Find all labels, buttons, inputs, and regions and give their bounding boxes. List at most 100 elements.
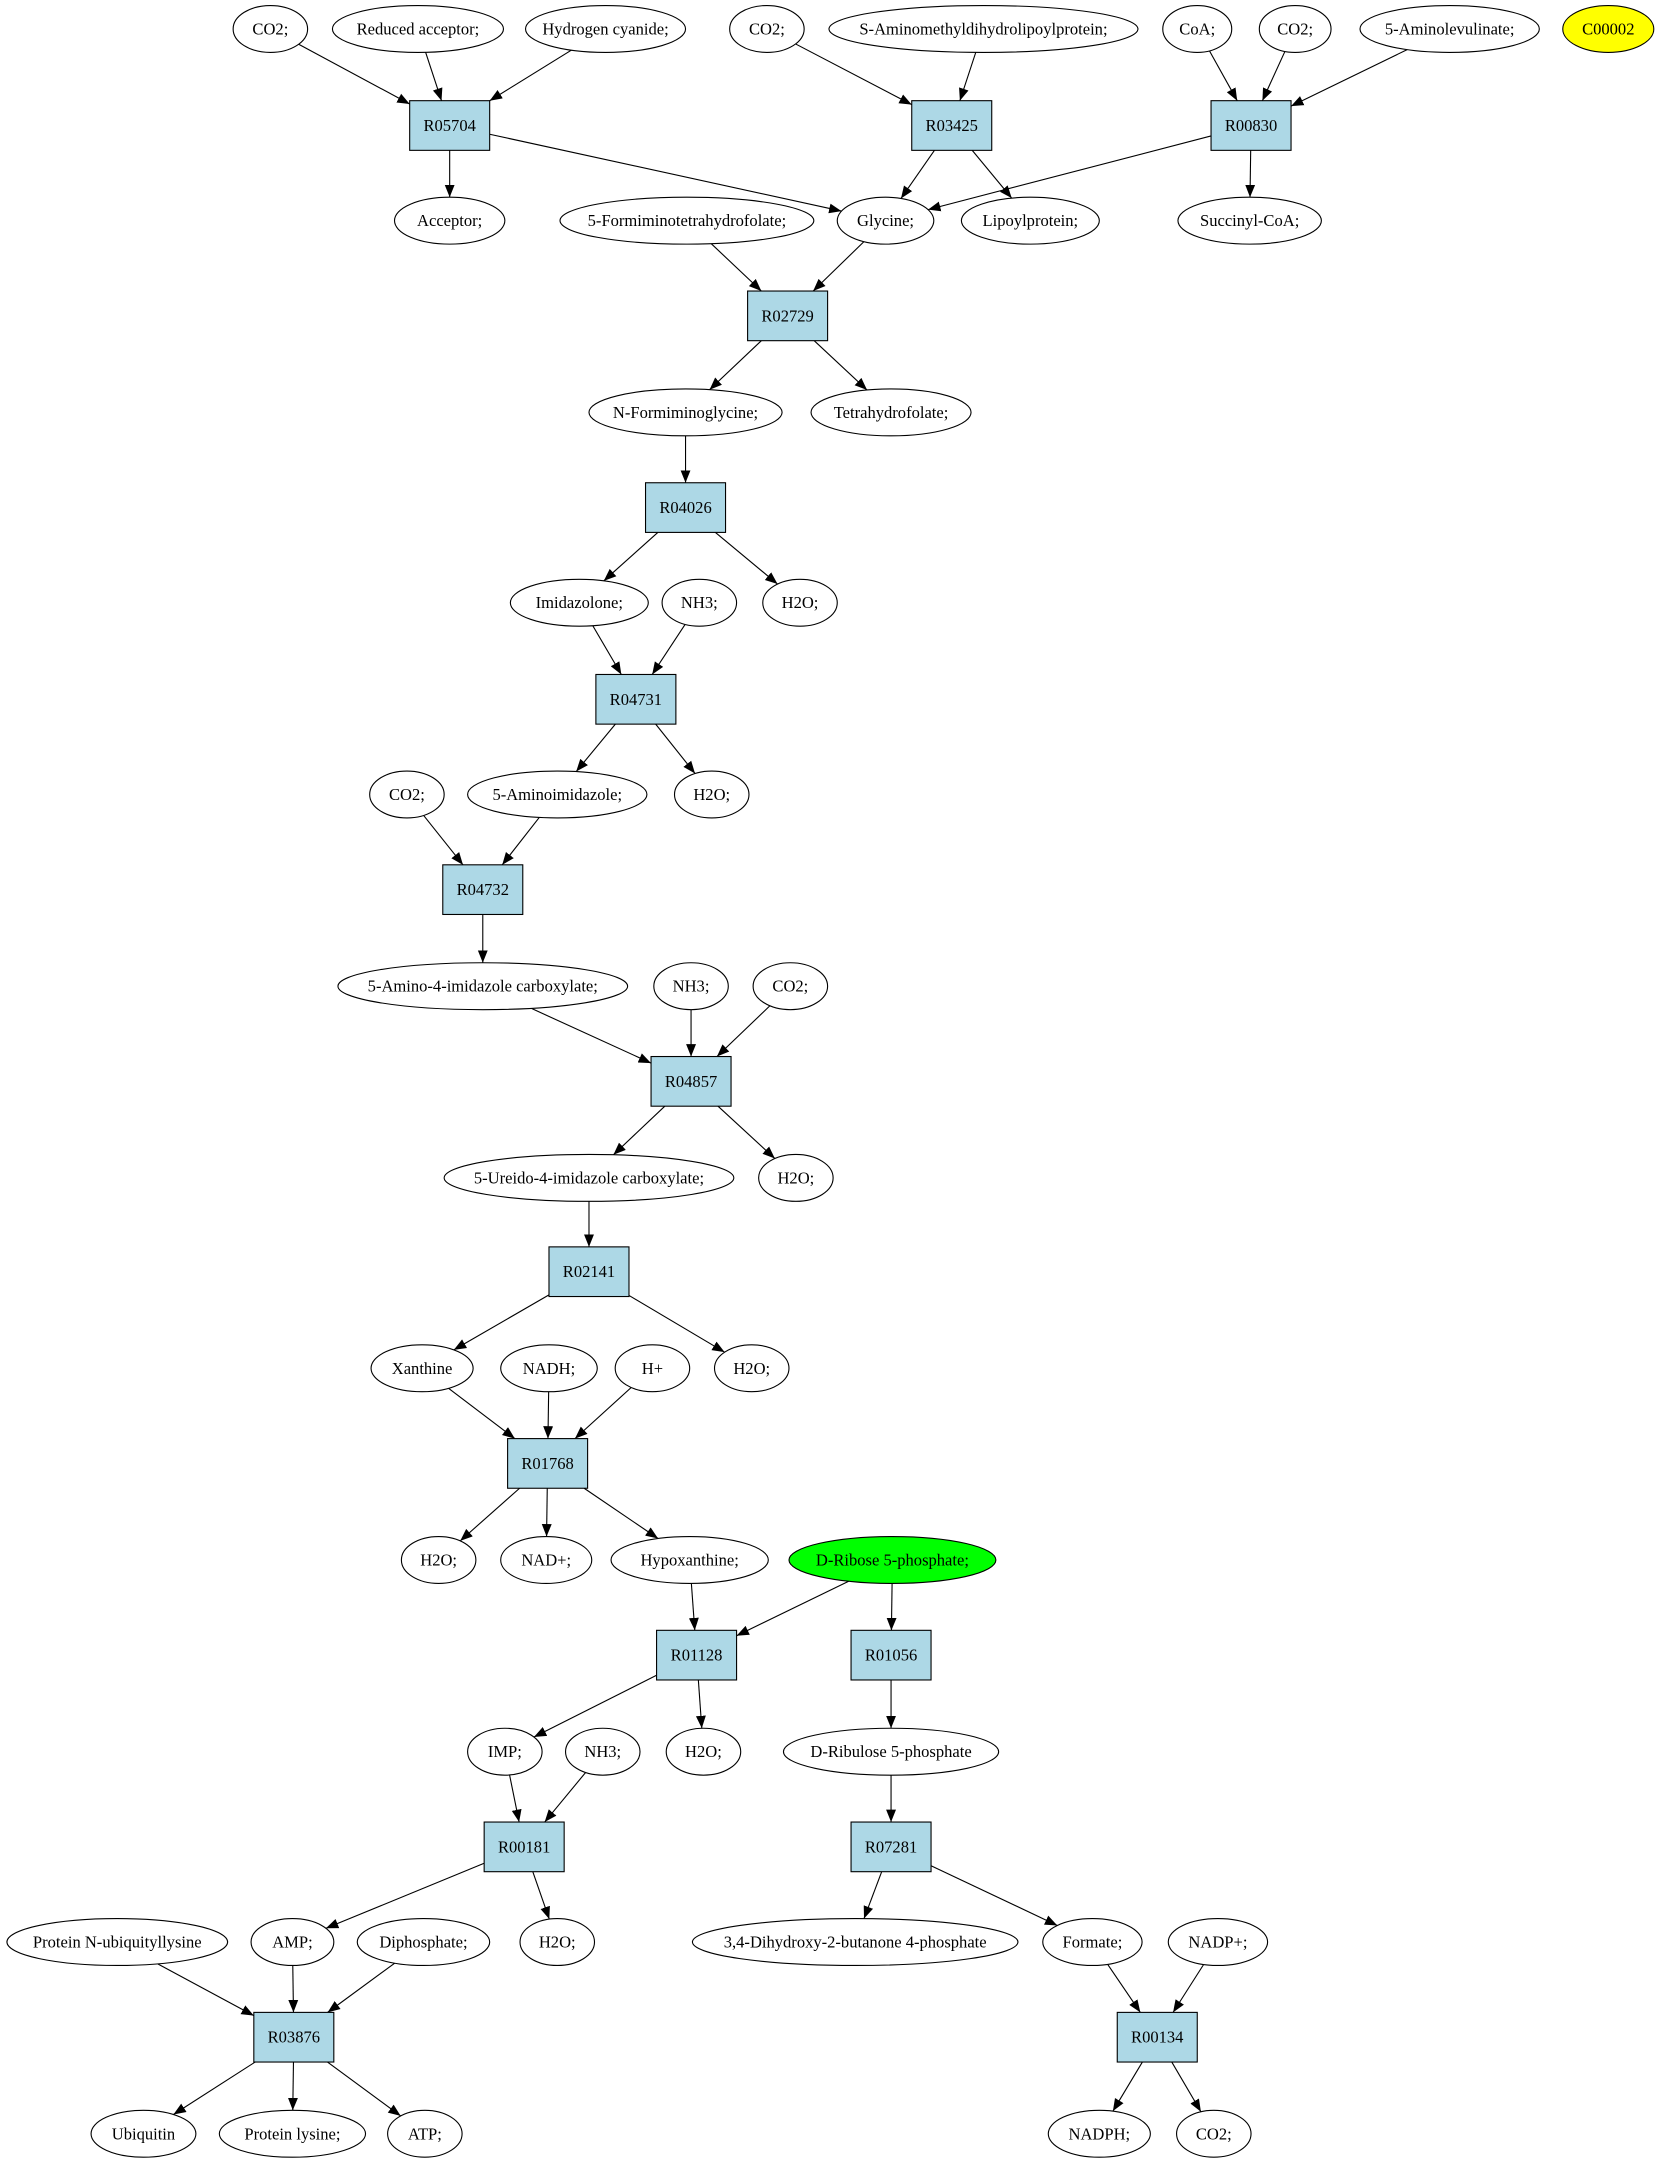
compound-node-amp[interactable]: AMP;	[250, 1918, 335, 1967]
reaction-node-R04026[interactable]: R04026	[644, 482, 727, 533]
compound-node-h2o_d[interactable]: H2O;	[713, 1344, 790, 1393]
compound-node-red_acc[interactable]: Reduced acceptor;	[331, 4, 505, 53]
reaction-node-R03425[interactable]: R03425	[911, 100, 993, 151]
reaction-node-R03876[interactable]: R03876	[253, 2011, 335, 2063]
compound-node-ubiquitin[interactable]: Ubiquitin	[90, 2109, 197, 2158]
compound-node-c00002[interactable]: C00002	[1562, 4, 1655, 53]
compound-node-nh3_b[interactable]: NH3;	[653, 962, 729, 1011]
reaction-node-R02141[interactable]: R02141	[548, 1246, 630, 1298]
reaction-node-R07281[interactable]: R07281	[850, 1821, 932, 1873]
compound-node-nadplus[interactable]: NAD+;	[500, 1535, 593, 1584]
compound-node-aic[interactable]: 5-Amino-4-imidazole carboxylate;	[337, 962, 629, 1011]
compound-node-s_amino[interactable]: S-Aminomethyldihydrolipoylprotein;	[828, 4, 1139, 53]
node-label: NAD+;	[521, 1550, 571, 1569]
compound-node-dhbp[interactable]: 3,4-Dihydroxy-2-butanone 4-phosphate	[691, 1918, 1019, 1967]
compound-ellipse	[1042, 1918, 1143, 1967]
compound-ellipse	[610, 1535, 769, 1584]
reaction-node-R04732[interactable]: R04732	[442, 864, 524, 916]
compound-node-hcn[interactable]: Hydrogen cyanide;	[524, 4, 687, 53]
reaction-node-R00134[interactable]: R00134	[1116, 2011, 1198, 2063]
compound-ellipse	[393, 196, 506, 245]
compound-node-dru5p[interactable]: D-Ribulose 5-phosphate	[782, 1727, 1000, 1776]
node-label: NADH;	[523, 1359, 575, 1378]
edge-R00134-to-nadph	[1112, 2061, 1143, 2112]
compound-node-thf[interactable]: Tetrahydrofolate;	[810, 388, 972, 437]
compound-node-h2o_a[interactable]: H2O;	[762, 578, 838, 627]
compound-node-lipoyl[interactable]: Lipoylprotein;	[960, 196, 1100, 245]
compound-ellipse	[729, 4, 805, 53]
compound-node-nfg[interactable]: N-Formiminoglycine;	[588, 388, 783, 437]
compound-ellipse	[1167, 1918, 1269, 1967]
compound-node-nadpplus[interactable]: NADP+;	[1167, 1918, 1269, 1967]
reaction-node-R05704[interactable]: R05704	[409, 100, 491, 151]
compound-node-imidazolone[interactable]: Imidazolone;	[509, 578, 649, 627]
edge-R00181-to-h2o_g	[532, 1871, 550, 1920]
compound-node-dr5p[interactable]: D-Ribose 5-phosphate;	[788, 1535, 997, 1584]
compound-ellipse	[250, 1918, 335, 1967]
compound-node-succoa[interactable]: Succinyl-CoA;	[1177, 196, 1322, 245]
compound-node-uic[interactable]: 5-Ureido-4-imidazole carboxylate;	[443, 1153, 735, 1202]
edge-R01128-to-imp	[533, 1674, 657, 1738]
compound-node-h2o_c[interactable]: H2O;	[758, 1153, 834, 1202]
reaction-node-R04857[interactable]: R04857	[650, 1055, 732, 1107]
compound-ellipse	[467, 770, 648, 819]
compound-node-nadh[interactable]: NADH;	[500, 1344, 598, 1393]
edge-R04731-to-h2o_b	[655, 723, 696, 774]
compound-node-pnu[interactable]: Protein N-ubiquityllysine	[6, 1918, 229, 1967]
compound-node-h2o_g[interactable]: H2O;	[519, 1918, 596, 1967]
edge-diphosphate-to-R03876	[327, 1962, 396, 2013]
compound-node-ala[interactable]: 5-Aminolevulinate;	[1359, 4, 1540, 53]
compound-node-coa[interactable]: CoA;	[1162, 4, 1233, 53]
reaction-node-R01056[interactable]: R01056	[850, 1629, 932, 1681]
compound-node-hypoxanthine[interactable]: Hypoxanthine;	[610, 1535, 769, 1584]
compound-node-h2o_f[interactable]: H2O;	[665, 1727, 742, 1776]
reaction-box	[850, 1821, 932, 1873]
compound-node-co2_e[interactable]: CO2;	[752, 962, 829, 1011]
compound-node-h2o_e[interactable]: H2O;	[400, 1535, 477, 1584]
compound-node-nh3_a[interactable]: NH3;	[661, 578, 738, 627]
compound-node-co2_c[interactable]: CO2;	[1258, 4, 1332, 53]
compound-node-hplus[interactable]: H+	[614, 1344, 691, 1393]
compound-ellipse	[1258, 4, 1332, 53]
compound-ellipse	[713, 1344, 790, 1393]
compound-node-co2_b[interactable]: CO2;	[729, 4, 805, 53]
edge-aim-to-R04732	[501, 817, 540, 866]
node-label: C00002	[1582, 19, 1634, 38]
reaction-node-R01128[interactable]: R01128	[656, 1629, 738, 1681]
compound-node-acceptor[interactable]: Acceptor;	[393, 196, 506, 245]
node-label: Xanthine	[392, 1359, 453, 1378]
compound-node-diphosphate[interactable]: Diphosphate;	[356, 1918, 491, 1967]
edge-red_acc-to-R05704	[425, 52, 443, 101]
compound-ellipse	[6, 1918, 229, 1967]
compound-node-glycine[interactable]: Glycine;	[836, 196, 935, 245]
node-label: H+	[642, 1359, 663, 1378]
node-label: Lipoylprotein;	[983, 211, 1079, 230]
compound-node-nh3_c[interactable]: NH3;	[564, 1727, 641, 1776]
node-label: 5-Amino-4-imidazole carboxylate;	[368, 977, 598, 996]
compound-node-aim[interactable]: 5-Aminoimidazole;	[467, 770, 648, 819]
compound-node-plys[interactable]: Protein lysine;	[218, 2109, 367, 2158]
reaction-node-R04731[interactable]: R04731	[595, 673, 677, 725]
reaction-node-R01768[interactable]: R01768	[507, 1438, 589, 1489]
edge-nh3_c-to-R00181	[544, 1772, 587, 1823]
reaction-node-R00181[interactable]: R00181	[483, 1821, 565, 1873]
compound-node-h2o_b[interactable]: H2O;	[673, 770, 750, 819]
compound-node-formate[interactable]: Formate;	[1042, 1918, 1143, 1967]
compound-node-xanthine[interactable]: Xanthine	[370, 1344, 474, 1393]
compound-node-co2_f[interactable]: CO2;	[1176, 2109, 1252, 2158]
compound-ellipse	[1047, 2109, 1151, 2158]
edge-formate-to-R00134	[1107, 1964, 1141, 2013]
compound-node-nadph[interactable]: NADPH;	[1047, 2109, 1151, 2158]
reaction-node-R02729[interactable]: R02729	[747, 290, 829, 342]
node-label: CO2;	[252, 19, 288, 38]
reaction-node-R00830[interactable]: R00830	[1210, 100, 1292, 151]
node-label: R01768	[521, 1454, 573, 1473]
edge-co2_e-to-R04857	[716, 1005, 771, 1057]
compound-node-imp[interactable]: IMP;	[467, 1727, 543, 1776]
edge-co2_a-to-R05704	[298, 43, 410, 105]
compound-node-co2_a[interactable]: CO2;	[232, 4, 309, 53]
compound-node-fthf[interactable]: 5-Formiminotetrahydrofolate;	[559, 196, 815, 245]
compound-node-co2_d[interactable]: CO2;	[369, 770, 445, 819]
compound-node-atp[interactable]: ATP;	[387, 2109, 463, 2158]
compound-ellipse	[828, 4, 1139, 53]
